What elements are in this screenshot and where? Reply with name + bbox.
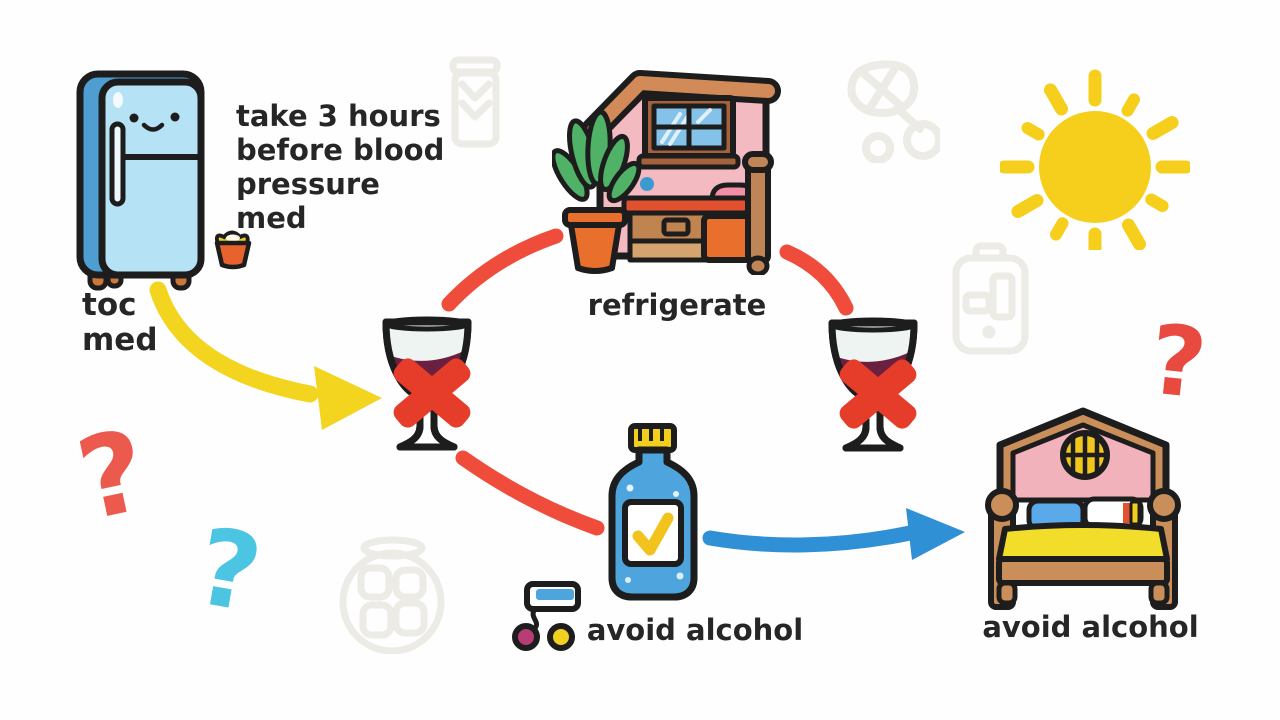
medicine-cup-icon: [210, 228, 256, 270]
house-room-icon: [552, 70, 797, 275]
bed-icon: [983, 403, 1183, 623]
avoid-alcohol-label-center: avoid alcohol: [586, 613, 804, 647]
avoid-alcohol-label-bed: avoid alcohol: [982, 610, 1199, 644]
yellow-arrow-icon: [138, 278, 388, 443]
medicine-bottle-check-icon: [606, 410, 706, 605]
blue-arrow-icon: [698, 500, 973, 570]
sun-icon: [1000, 60, 1190, 250]
doodle-pill-bottle-icon: [448, 56, 504, 151]
doodle-stroller-icon: [840, 55, 940, 163]
doodle-medicine-jar-icon: [948, 242, 1034, 358]
question-mark-red-right: ?: [1144, 303, 1212, 421]
refrigerate-label: refrigerate: [587, 288, 767, 322]
dose-note-text: take 3 hours before blood pressure med: [236, 99, 445, 235]
wine-glass-no-icon-left: [372, 312, 492, 457]
fridge-caption-text: toc med: [82, 287, 158, 359]
doodle-pill-organizer-icon: [334, 532, 450, 654]
fridge-icon: [76, 66, 206, 294]
wine-glass-no-icon-right: [818, 313, 938, 458]
roller-toy-icon: [503, 580, 588, 655]
